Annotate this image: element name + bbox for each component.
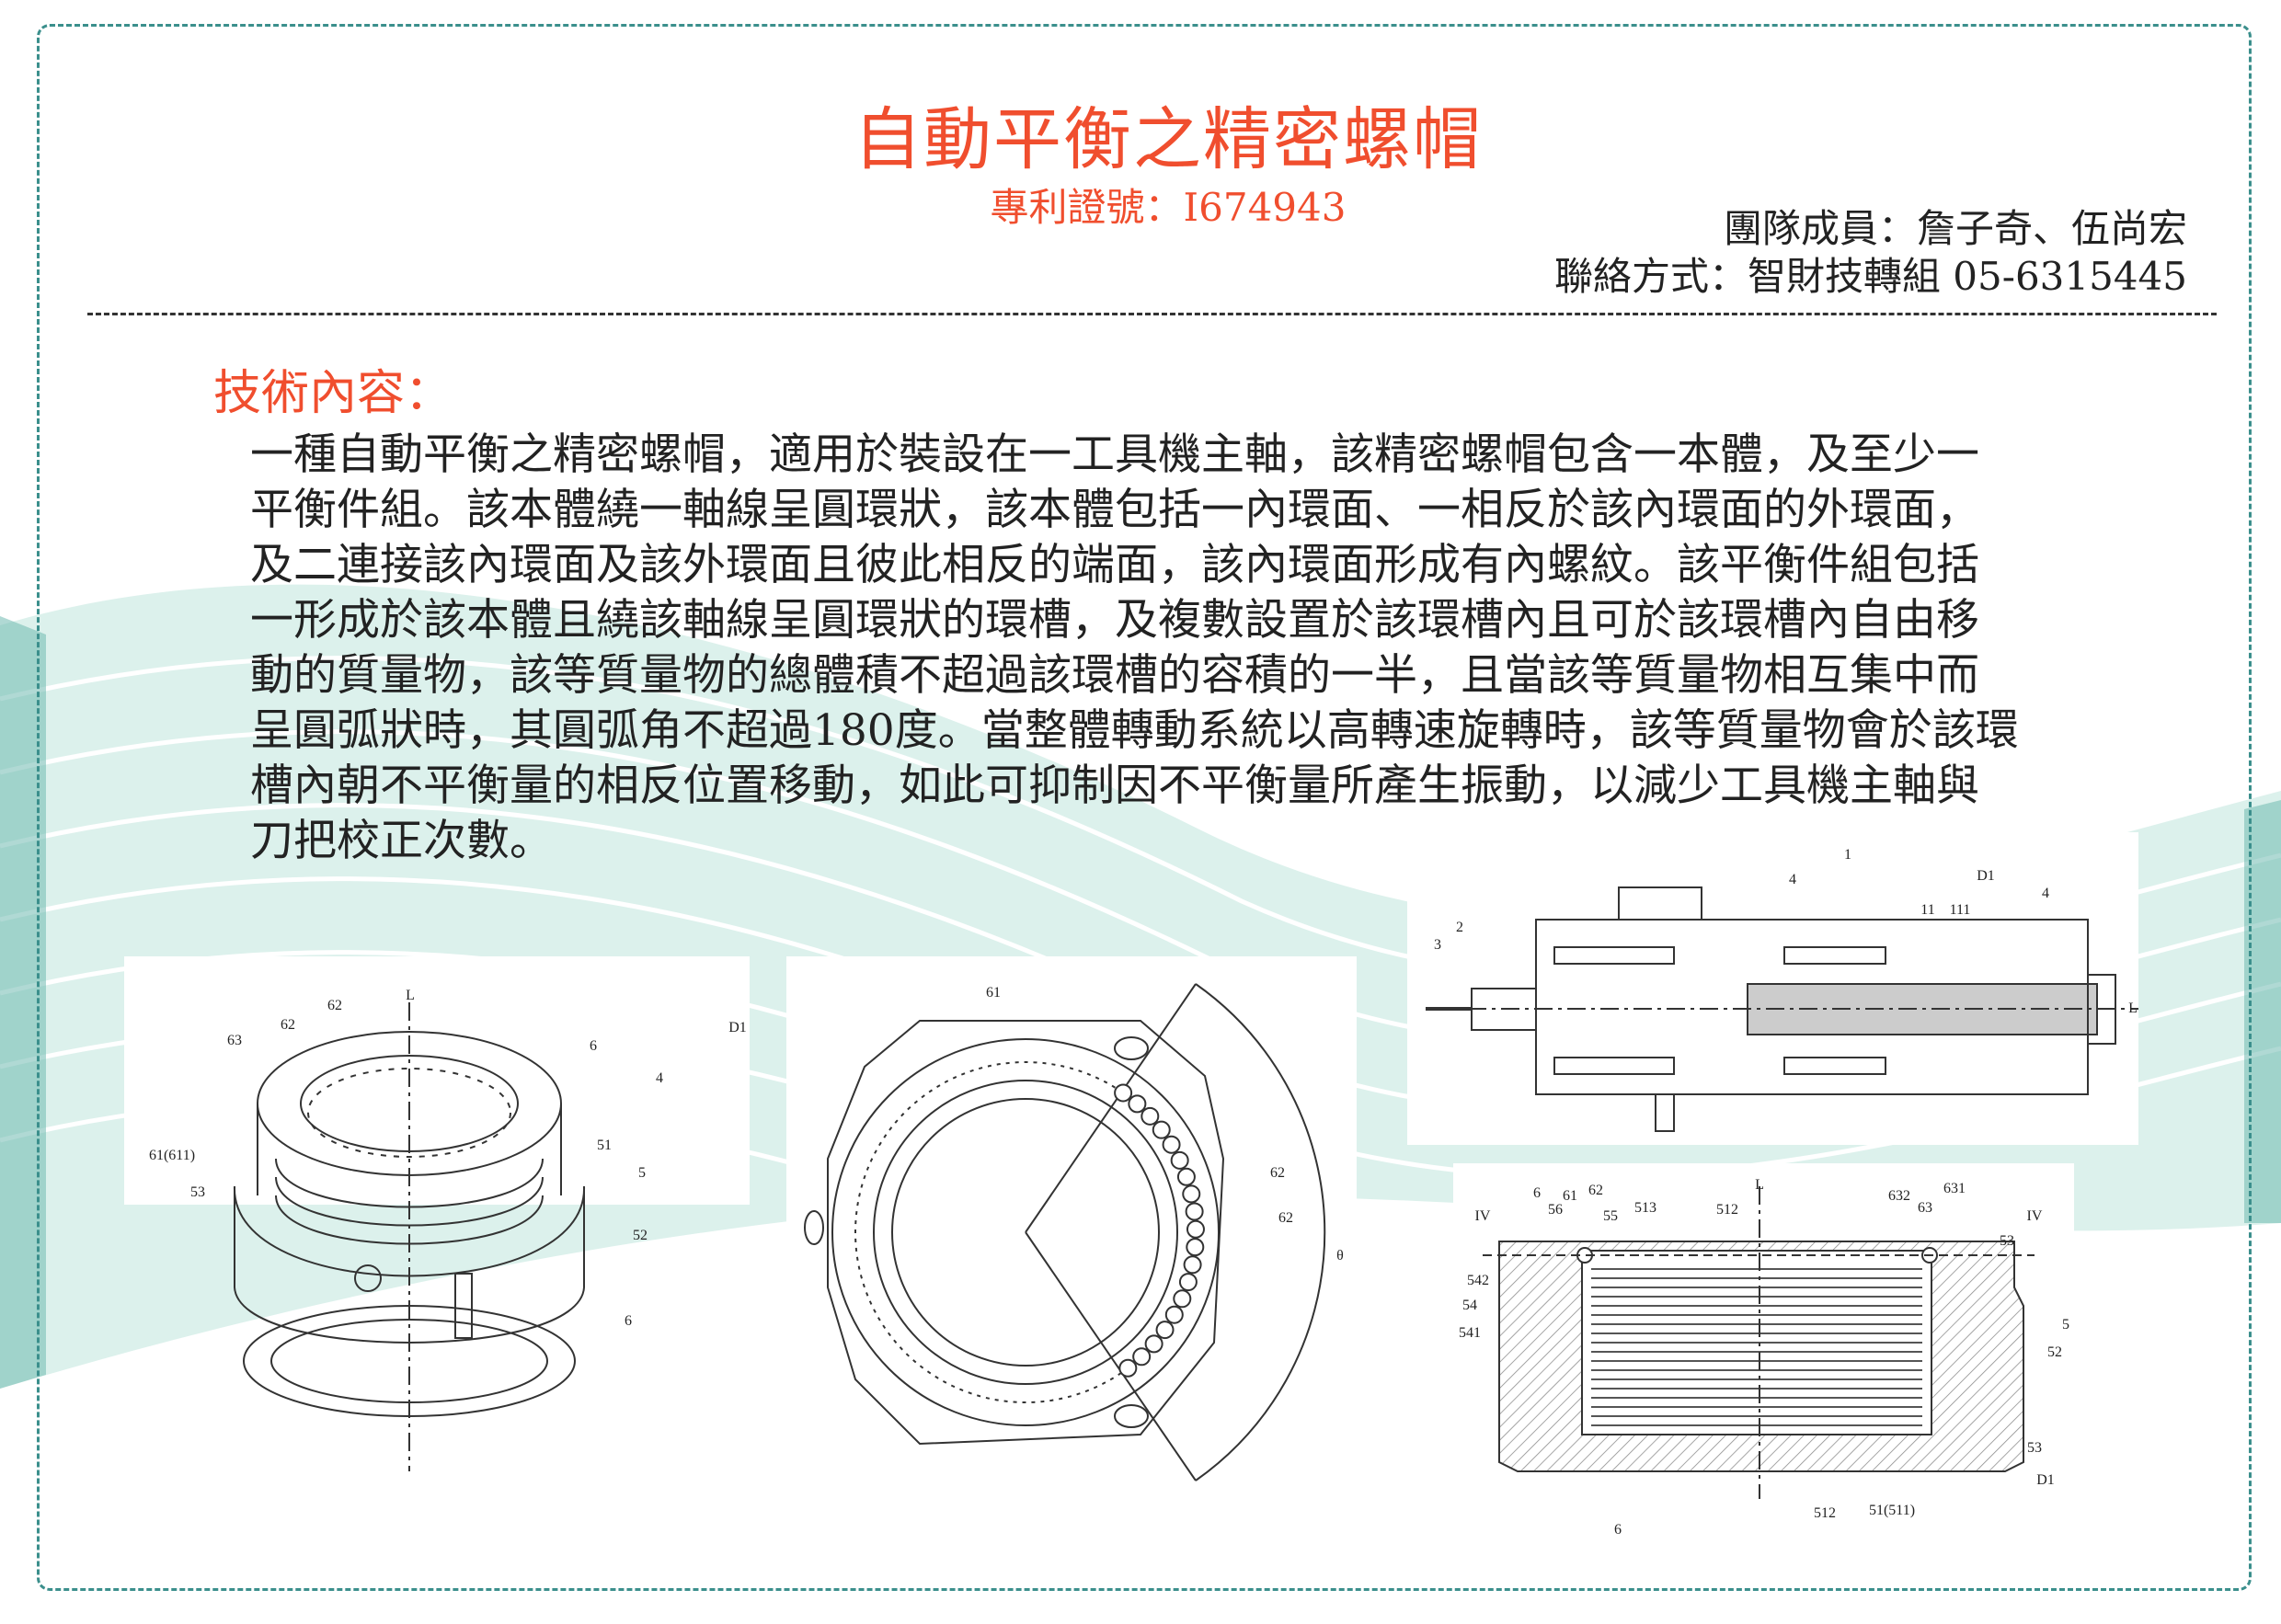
figure-label: D1 (728, 1020, 747, 1035)
figure-label: 542 (1467, 1273, 1489, 1288)
figure-label: 6 (625, 1313, 632, 1329)
figure-label: L (406, 988, 415, 1003)
figure-label: 62 (1588, 1183, 1603, 1198)
figure-label: 512 (1814, 1505, 1836, 1521)
mass-ball (1178, 1169, 1195, 1185)
mass-ball (1115, 1084, 1131, 1101)
figure-label: 54 (1462, 1298, 1477, 1313)
mass-ball (1141, 1108, 1158, 1125)
figure-label: 4 (2042, 886, 2049, 901)
figure-label: θ (1336, 1248, 1344, 1264)
figure-label: 2 (1456, 920, 1463, 935)
figure-label: 4 (656, 1070, 663, 1086)
figure-label: 63 (1918, 1200, 1932, 1216)
figure-label: 631 (1943, 1181, 1966, 1196)
figure-label: 51(511) (1869, 1503, 1915, 1518)
figure-label: L (2128, 1001, 2138, 1016)
mass-ball (1185, 1256, 1201, 1273)
mass-ball (1133, 1348, 1150, 1365)
mass-ball (1180, 1274, 1197, 1290)
figure-label: 6 (1614, 1522, 1622, 1538)
figure-label: 512 (1716, 1202, 1738, 1218)
figure-label: 63 (227, 1033, 242, 1048)
mass-ball (1157, 1321, 1174, 1338)
figure-label: 61 (986, 985, 1001, 1001)
figure-label: 61(611) (149, 1148, 195, 1163)
figure-label: 1 (1844, 847, 1851, 863)
mass-ball (1183, 1185, 1199, 1202)
mass-ball (1166, 1307, 1183, 1323)
figure-label: 56 (1548, 1202, 1563, 1218)
figure-label: 11 (1920, 902, 1934, 918)
figure-label: 61 (1563, 1188, 1577, 1204)
mass-ball (1119, 1360, 1136, 1377)
figure-label: 4 (1789, 872, 1796, 887)
figure-label: 5 (2062, 1317, 2069, 1332)
figure-label: 5 (638, 1165, 646, 1181)
mass-ball (1186, 1239, 1203, 1255)
mass-ball (1163, 1137, 1180, 1153)
figure-label: 541 (1459, 1325, 1481, 1341)
figure-label: 52 (633, 1228, 648, 1243)
mass-ball (1174, 1290, 1190, 1307)
figure-label: 3 (1434, 937, 1441, 953)
figure-label: 6 (1533, 1185, 1541, 1201)
mass-ball (1146, 1335, 1163, 1352)
figure-label: 62 (1270, 1165, 1285, 1181)
figure-label: IV (2027, 1208, 2043, 1224)
figure-label: 62 (1278, 1210, 1293, 1226)
figure-label: 513 (1634, 1200, 1656, 1216)
mass-ball (1186, 1203, 1203, 1219)
figure-label: 6 (590, 1038, 597, 1054)
figure-label: 51 (597, 1138, 612, 1153)
mass-ball (1153, 1122, 1170, 1138)
figure-label: 53 (2000, 1233, 2014, 1249)
figure-label: 632 (1888, 1188, 1910, 1204)
figure-label: 52 (2047, 1344, 2062, 1360)
figure-label: D1 (2036, 1472, 2055, 1488)
figure-label: L (1755, 1177, 1764, 1193)
figure-label: 53 (2027, 1440, 2042, 1456)
figure-label: IV (1475, 1208, 1491, 1224)
mass-ball (1129, 1095, 1145, 1112)
figure-label: 62 (281, 1017, 295, 1033)
mass-ball (1172, 1152, 1188, 1169)
figure-label: 53 (190, 1184, 205, 1200)
figure-label: 62 (327, 998, 342, 1013)
figure-label: D1 (1977, 868, 1995, 884)
figure-label: 55 (1603, 1208, 1618, 1224)
mass-ball (1187, 1221, 1204, 1238)
figure-label: 111 (1950, 902, 1971, 918)
